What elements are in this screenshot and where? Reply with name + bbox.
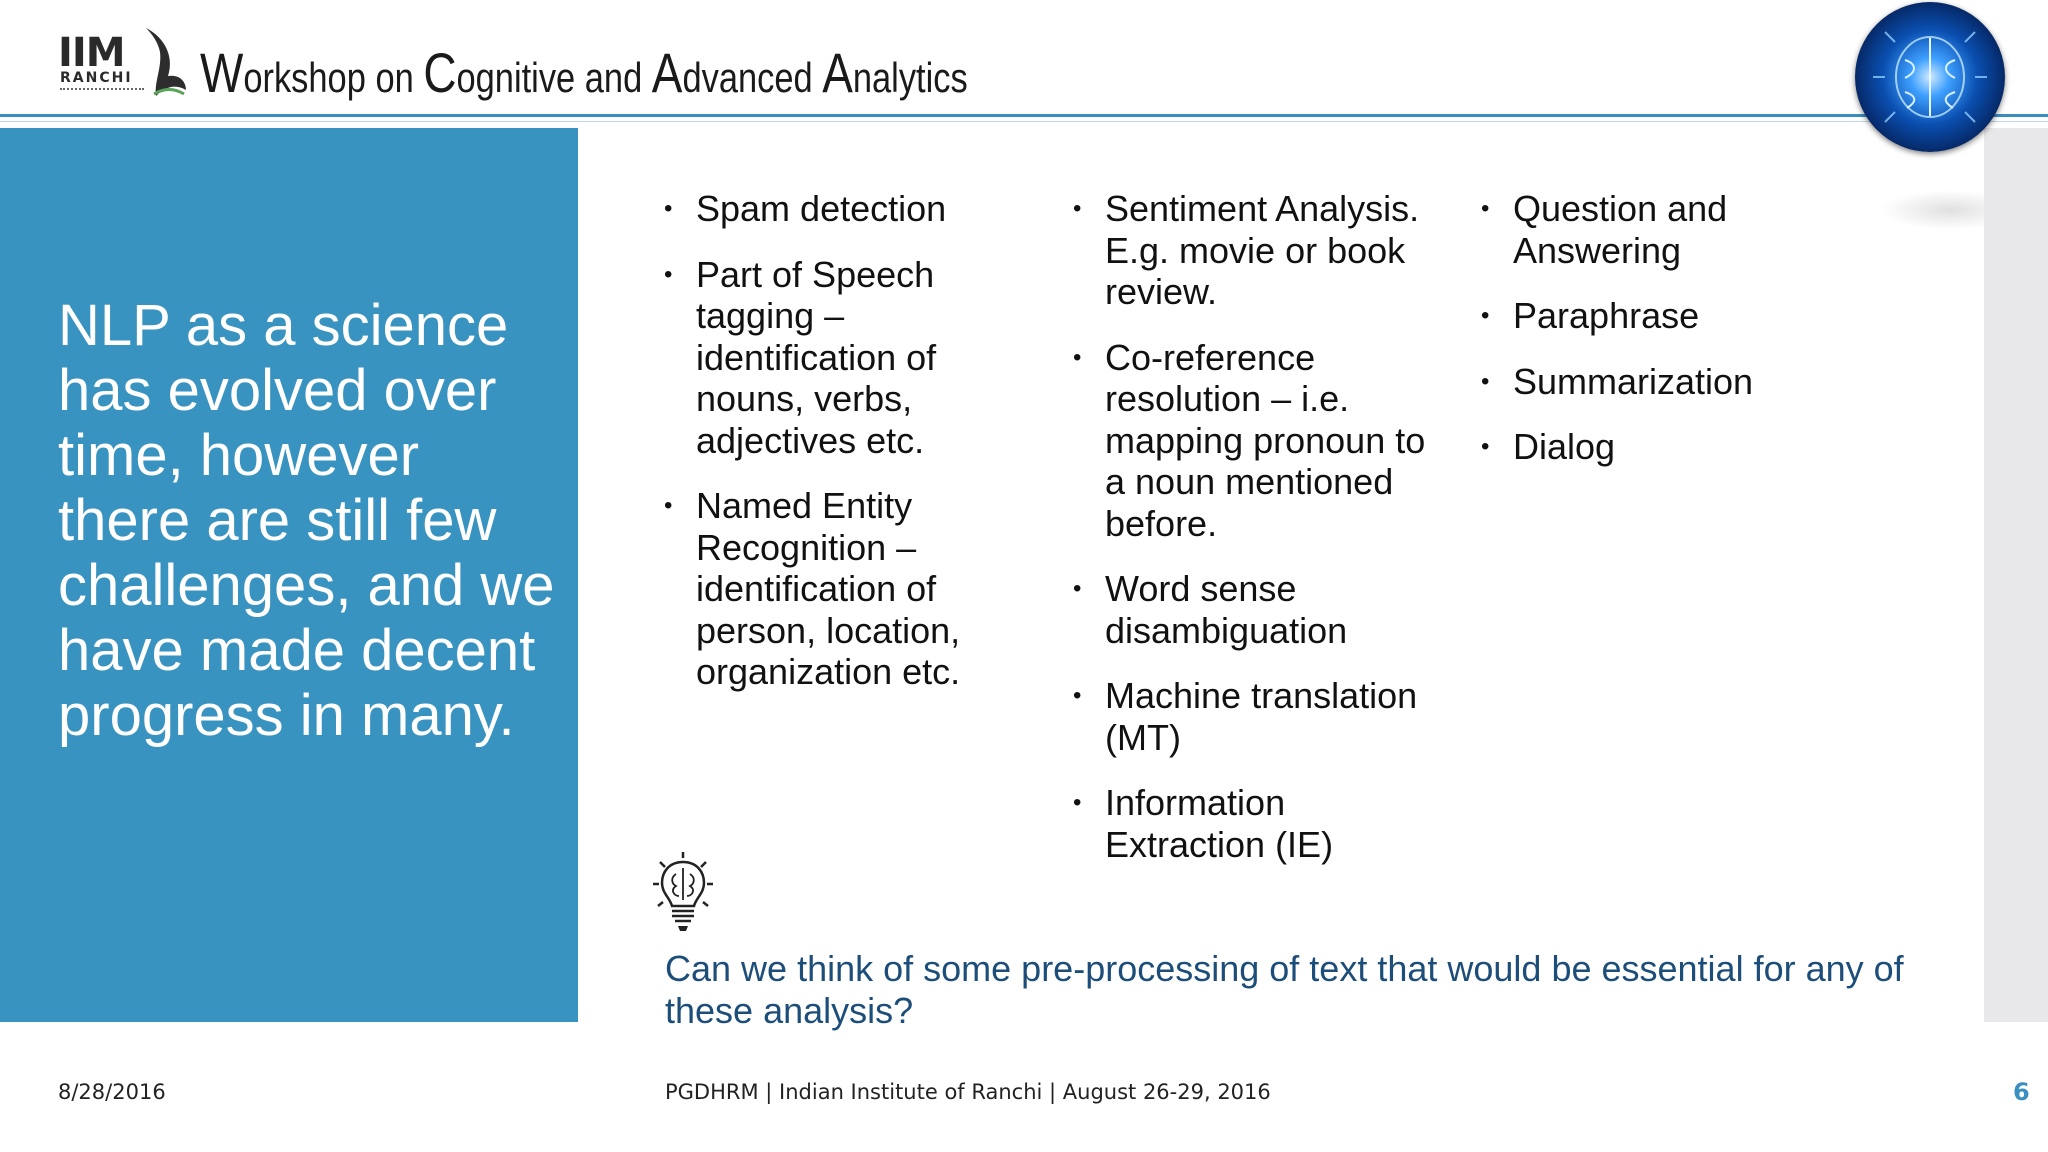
bullet-icon: •	[664, 492, 673, 519]
bullet-icon: •	[1073, 575, 1082, 602]
bullet-icon: •	[1073, 195, 1082, 222]
header-divider	[0, 114, 2048, 117]
left-panel-text: NLP as a science has evolved over time, …	[58, 293, 555, 748]
logo-subtext: RANCHI	[60, 70, 133, 86]
list-item: •Dialog	[1481, 426, 1616, 467]
left-panel: NLP as a science has evolved over time, …	[0, 128, 578, 1022]
right-side-bar	[1984, 128, 2048, 1022]
logo-tagline	[60, 88, 144, 96]
discussion-question: Can we think of some pre-processing of t…	[665, 948, 1904, 1031]
footer-center-text: PGDHRM | Indian Institute of Ranchi | Au…	[665, 1080, 1271, 1104]
iim-ranchi-logo: IIM RANCHI	[58, 28, 186, 108]
bullet-icon: •	[1481, 367, 1490, 395]
bullet-column-1: •Spam detection •Part of Speech tagging …	[664, 188, 1024, 717]
title-part-4: Analytics	[822, 41, 968, 104]
title-part-3: Advanced	[651, 41, 823, 104]
list-item: •Summarization	[1481, 360, 1754, 402]
workshop-title: Workshop on Cognitive and Advanced Analy…	[200, 40, 968, 105]
bullet-icon: •	[1481, 195, 1490, 222]
logo-text: IIM	[58, 30, 126, 76]
title-part-1: Workshop on	[200, 41, 424, 104]
list-item: •Co-reference resolution – i.e. mapping …	[1073, 336, 1426, 544]
list-item: •Named Entity Recognition – identificati…	[664, 485, 961, 692]
bullet-icon: •	[1073, 789, 1082, 816]
bullet-icon: •	[1481, 433, 1490, 460]
list-item: •Word sense disambiguation	[1073, 568, 1348, 651]
bird-icon	[146, 28, 186, 96]
bullet-column-2: •Sentiment Analysis. E.g. movie or book …	[1073, 188, 1443, 889]
list-item: •Spam detection	[664, 188, 947, 229]
bullet-icon: •	[1073, 343, 1082, 371]
list-item: •Information Extraction (IE)	[1073, 782, 1334, 865]
list-item: •Paraphrase	[1481, 295, 1700, 336]
slide-header: IIM RANCHI Workshop on Cognitive and Adv…	[0, 0, 2048, 128]
bullet-icon: •	[1073, 682, 1082, 709]
lightbulb-brain-icon	[653, 852, 713, 931]
header-divider-thin	[0, 121, 2048, 122]
bullet-icon: •	[1481, 302, 1490, 329]
list-item: •Question and Answering	[1481, 188, 1728, 271]
title-part-2: Cognitive and	[423, 41, 652, 104]
bullet-icon: •	[664, 195, 673, 222]
slide-number: 6	[2013, 1078, 2030, 1106]
bullet-icon: •	[664, 260, 673, 288]
footer-date: 8/28/2016	[58, 1080, 166, 1104]
list-item: •Machine translation (MT)	[1073, 675, 1418, 758]
list-item: •Sentiment Analysis. E.g. movie or book …	[1073, 188, 1420, 312]
list-item: •Part of Speech tagging – identification…	[664, 253, 937, 461]
bullet-column-3: •Question and Answering •Paraphrase •Sum…	[1481, 188, 1881, 492]
brain-icon	[1855, 2, 2005, 152]
